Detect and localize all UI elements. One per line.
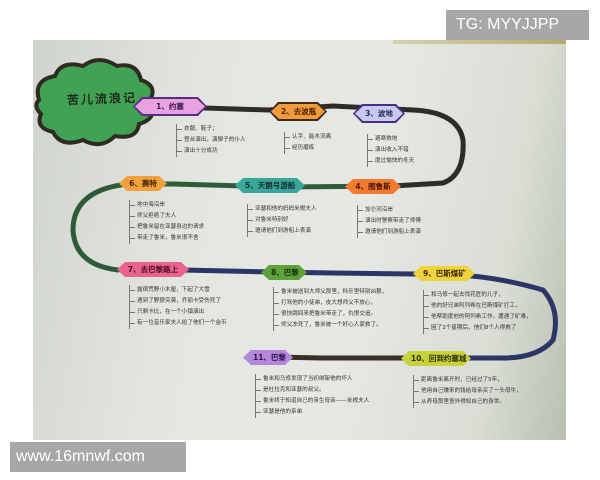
node-9-item: 他帮助度他的阿列希工作，遭遇了矿难， <box>424 312 532 323</box>
node-2-item: 经历磨练 <box>285 143 331 154</box>
node-6-item: 把鲁米留在亚瑟身边的请求 <box>130 222 204 233</box>
node-5-items: 亚瑟和他的妈妈米根夫人 对鲁米特别好 邀请他们到游船上表演 <box>247 204 317 237</box>
node-6-item: 带走了鲁米，鲁米很不舍 <box>130 233 204 244</box>
node-8-item: 打骂他的小徒弟，皮大想师父不放心， <box>274 298 387 309</box>
node-3-item: 演出收入不错 <box>368 145 414 156</box>
node-3-item: 避寒救地 <box>368 134 414 145</box>
node-6-item: 地中海沿岸 <box>130 200 204 211</box>
node-9-label: 9、巴斯煤矿 <box>413 266 475 281</box>
node-4-label: 4、图鲁斯 <box>345 179 401 194</box>
node-8-items: 鲁米被送到大师父那里，科乐里特别凶狠， 打骂他的小徒弟，皮大想师父不放心， 很快… <box>273 287 387 331</box>
node-7-item: 遇到了野狼突袭，乔丽卡受伤死了 <box>130 296 227 307</box>
node-11-item: 是杜拉克和亚瑟的叔父。 <box>256 385 369 396</box>
node-3-items: 避寒救地 演出收入不错 度过愉快的冬天 <box>367 134 414 167</box>
node-9-item: 和马修一起去找花匠的儿子， <box>424 290 532 301</box>
node-1-label: 1、约塞 <box>135 99 205 114</box>
node-1-item: 演出十分成功 <box>177 146 246 157</box>
node-6-items: 地中海沿岸 师父拒绝了夫人 把鲁米留在亚瑟身边的请求 带走了鲁米，鲁米很不舍 <box>129 200 204 244</box>
node-8-item: 师父冻死了，鲁米被一个好心人家救了。 <box>274 320 387 331</box>
node-5-item: 亚瑟和他的妈妈米根夫人 <box>248 204 317 215</box>
node-8-item: 很快跳回来把鲁米带走了，仇恨交追。 <box>274 309 387 320</box>
node-4-item: 加仑河沿岸 <box>358 205 421 216</box>
node-10-items: 距离鲁米离开时，已经过了5年， 他用自己赚来的钱给母亲买了一头母牛， 从养母那里… <box>413 375 522 408</box>
node-1-items: 衣服、鞋子； 登台演出，演猴子的仆人 演出十分成功 <box>176 124 246 157</box>
node-2-label: 2、去波瓶 <box>271 104 325 119</box>
node-8-item: 鲁米被送到大师父那里，科乐里特别凶狠， <box>274 287 387 298</box>
node-1-item: 衣服、鞋子； <box>177 124 246 135</box>
node-10-item: 从养母那里意外得知自己的身世。 <box>414 397 522 408</box>
node-11-item: 鲁米和马修发现了当初绑架他的坏人 <box>256 374 369 385</box>
node-3-item: 度过愉快的冬天 <box>368 156 414 167</box>
node-5-item: 邀请他们到游船上表演 <box>248 226 317 237</box>
node-4-item: 演出时警察带走了师傅 <box>358 216 421 227</box>
node-6-label: 6、赛特 <box>119 176 167 191</box>
node-7-item: 只剩卡比，在一个小镇演出 <box>130 307 227 318</box>
node-10-item: 距离鲁米离开时，已经过了5年， <box>414 375 522 386</box>
node-10-item: 他用自己赚来的钱给母亲买了一头母牛， <box>414 386 522 397</box>
watermark-bottom-left: www.16mnwf.com <box>10 442 186 472</box>
watermark-top-right: TG: MYYJJPP <box>446 10 589 40</box>
node-7-item: 有一位音乐家夫人给了他们一个金币 <box>130 318 227 329</box>
node-11-label: 11、巴黎 <box>243 350 293 365</box>
paper-edge <box>393 40 566 44</box>
node-6-item: 师父拒绝了夫人 <box>130 211 204 222</box>
node-5-label: 5、天鹅号游船 <box>235 178 305 193</box>
node-9-items: 和马修一起去找花匠的儿子， 他的好兄弟阿列希在巴斯煤矿打工， 他帮助度他的阿列希… <box>423 290 532 334</box>
mindmap-photo: 苦儿流浪记 1、约塞 衣服、鞋子； 登台演出，演猴子的仆人 演出十分成功 2、去… <box>33 40 566 440</box>
node-4-items: 加仑河沿岸 演出时警察带走了师傅 邀请他们到游船上表演 <box>357 205 421 238</box>
node-10-label: 10、回到约塞城 <box>401 351 471 366</box>
node-2-items: 认字、能木流离 经历磨练 <box>284 132 331 154</box>
node-2-item: 认字、能木流离 <box>285 132 331 143</box>
node-11-items: 鲁米和马修发现了当初绑架他的坏人 是杜拉克和亚瑟的叔父。 鲁米终于知道自己的亲生… <box>255 374 369 418</box>
node-7-label: 7、去巴黎路上 <box>117 262 189 277</box>
node-7-items: 露宿荒野小木屋，下起了大雪 遇到了野狼突袭，乔丽卡受伤死了 只剩卡比，在一个小镇… <box>129 285 227 329</box>
node-7-item: 露宿荒野小木屋，下起了大雪 <box>130 285 227 296</box>
node-5-item: 对鲁米特别好 <box>248 215 317 226</box>
node-1-item: 登台演出，演猴子的仆人 <box>177 135 246 146</box>
node-11-item: 亚瑟是他的亲弟 <box>256 407 369 418</box>
node-11-item: 鲁米终于知道自己的亲生母亲——米根夫人 <box>256 396 369 407</box>
node-9-item: 他的好兄弟阿列希在巴斯煤矿打工， <box>424 301 532 312</box>
node-4-item: 邀请他们到游船上表演 <box>358 227 421 238</box>
node-9-item: 困了2个星期后，他们8个人得救了 <box>424 323 532 334</box>
node-8-label: 8、巴黎 <box>261 265 307 280</box>
node-3-label: 3、波地 <box>355 106 403 121</box>
